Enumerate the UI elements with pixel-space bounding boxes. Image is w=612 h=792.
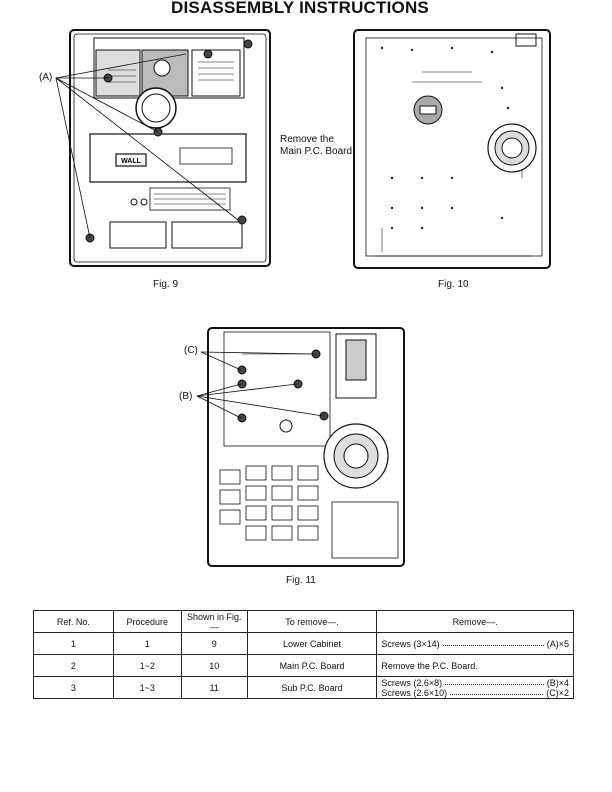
cell-ref: 2 (33, 654, 114, 677)
disassembly-table: Ref. No. Procedure Shown in Fig.— To rem… (33, 610, 574, 699)
cell-procedure: 1~3 (112, 676, 182, 699)
remove-line: Screws (2.6×10) (C)×2 (381, 688, 569, 698)
fig9-label-a: (A) (39, 72, 53, 83)
fig10-note-line1: Remove the (280, 134, 334, 145)
header-ref-no: Ref. No. (33, 610, 114, 633)
cell-procedure: 1 (112, 632, 182, 655)
cell-remove: Screws (2.6×8) (B)×4 Screws (2.6×10) (C)… (376, 676, 574, 699)
cell-remove: Remove the P.C. Board. (376, 654, 574, 677)
cell-fig: 11 (180, 676, 248, 699)
header-procedure: Procedure (112, 610, 182, 633)
header-shown-in-fig: Shown in Fig.— (180, 610, 248, 633)
cell-to-remove: Main P.C. Board (246, 654, 378, 677)
fig10-drawing (353, 29, 551, 269)
cell-fig: 10 (180, 654, 248, 677)
remove-item: Screws (2.6×10) (381, 687, 448, 698)
remove-line: Screws (3×14) (A)×5 (381, 639, 569, 649)
cell-remove: Screws (3×14) (A)×5 (376, 632, 574, 655)
table-row: 3 1~3 11 Sub P.C. Board Screws (2.6×8) (… (33, 676, 574, 699)
cell-to-remove: Sub P.C. Board (246, 676, 378, 699)
fig10-note-line2: Main P.C. Board. (280, 146, 355, 157)
fig10-caption: Fig. 10 (438, 279, 469, 290)
remove-item: Screws (2.6×8) (381, 677, 443, 688)
fig11-label-c: (C) (184, 345, 198, 356)
fig9-drawing: WALL (69, 29, 271, 267)
remove-line: Screws (2.6×8) (B)×4 (381, 678, 569, 688)
fig9-caption: Fig. 9 (153, 279, 179, 290)
cell-ref: 3 (33, 676, 114, 699)
fig10-note: Remove the Main P.C. Board. (280, 134, 355, 158)
fig9-leader-lines (55, 53, 239, 239)
fig11-caption: Fig. 11 (286, 575, 316, 586)
cell-procedure: 1~2 (112, 654, 182, 677)
fig11-leader-lines (196, 351, 324, 419)
remove-qty: (A)×5 (546, 638, 569, 649)
wall-label: WALL (121, 158, 142, 165)
table-row: 2 1~2 10 Main P.C. Board Remove the P.C.… (33, 654, 574, 677)
remove-qty: (C)×2 (546, 687, 569, 698)
table-row: 1 1 9 Lower Cabinet Screws (3×14) (A)×5 (33, 632, 574, 655)
page-title: DISASSEMBLY INSTRUCTIONS (171, 0, 429, 17)
cell-to-remove: Lower Cabinet (246, 632, 378, 655)
cell-ref: 1 (33, 632, 114, 655)
cell-fig: 9 (180, 632, 248, 655)
header-to-remove: To remove—. (246, 610, 378, 633)
header-remove: Remove—. (376, 610, 574, 633)
remove-item: Screws (3×14) (381, 638, 440, 649)
fig11-drawing (207, 327, 405, 567)
remove-qty: (B)×4 (546, 677, 569, 688)
fig11-label-b: (B) (179, 391, 193, 402)
table-header-row: Ref. No. Procedure Shown in Fig.— To rem… (33, 610, 574, 633)
